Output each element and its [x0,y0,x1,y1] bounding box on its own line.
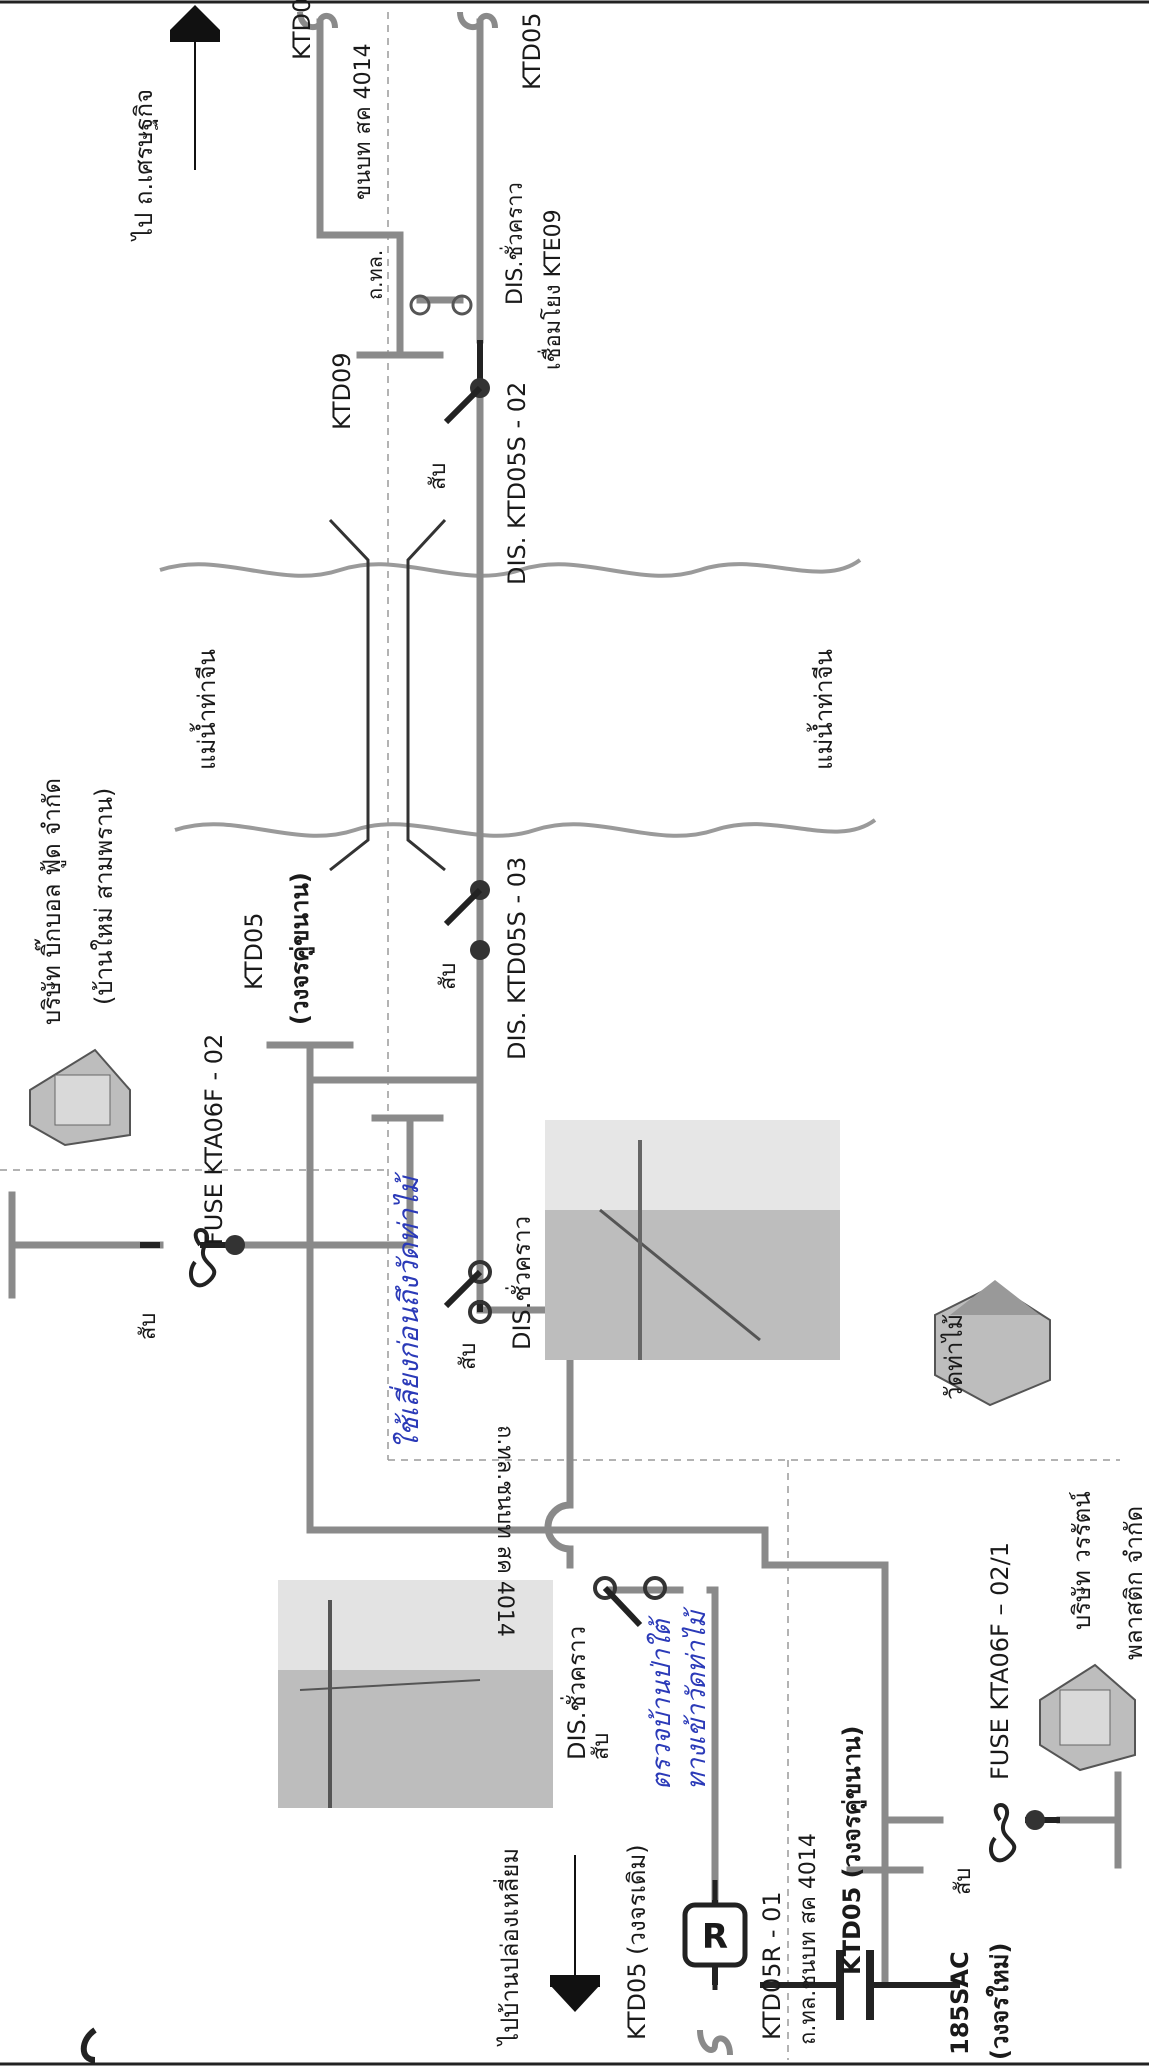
temple-icon [934,1280,1051,1407]
label-dis-top-note: เชื่อมโยง KTE09 [537,209,566,370]
label-close-mid: สับ [456,1343,481,1370]
label-river-right: แม่น้ำท่าจีน [806,649,838,770]
photo-bottom [278,1580,553,1808]
switch-dis-ktd05s-02 [443,378,490,425]
river-banks [159,558,877,838]
fuse-kta06f-02-1 [989,1803,1045,1863]
label-ktd05-top: KTD05 [518,12,546,90]
bridge-symbol [328,518,447,872]
label-cable-185: 185SAC [946,1951,974,2055]
arrow-south [550,1855,600,2012]
label-company-bottom: บริษัท วรรัตน์ [1068,1491,1096,1630]
building-icon-company-top [29,1048,131,1147]
label-dis-ktd05s-02: DIS. KTD05S - 02 [503,382,531,585]
label-close-bottom: สับ [589,1733,614,1760]
label-temple: วัดท่าไม้ [940,1314,968,1400]
label-dis-top: DIS.ชั่วคราว [499,182,528,305]
label-ktd09-top: KTD09 [288,0,316,60]
note-handwritten-bottom-1: ตรวจบ้านป่าใต้ [646,1615,677,1790]
switch-dis-top-ktd09 [409,294,473,316]
arrow-north [170,5,220,170]
label-ktd05-bottom-left: KTD05 (วงจรเดิม) [623,1844,651,2040]
label-ktd09-mid: KTD09 [328,352,356,430]
switch-dis-ktd05s-03 [443,880,490,960]
label-recloser: KTD05R - 01 [758,1891,786,2040]
label-close-fuse: สับ [136,1313,161,1340]
label-river-left: แม่น้ำท่าจีน [189,649,221,770]
building-icon-company-bottom [1039,1663,1136,1772]
label-close-03: สับ [436,963,461,990]
recloser-ktd05r-01: R [682,1880,748,1990]
label-road-top-prefix: ถ.ทล. [363,250,387,300]
label-to-south: ไปบ้านปล่องเหลี่ยม [493,1848,524,2047]
label-road-mid: ถ.ทล.ชนบท สค 4014 [492,1425,517,1637]
label-road-top: ขนบท สค 4014 [351,43,376,200]
road-boundaries [0,12,1120,2060]
label-dis-temp-bottom: DIS.ชั่วคราว [560,1626,591,1760]
label-to-north: ไป ถ.เศรษฐกิจ [130,89,158,242]
label-dis-ktd05s-03: DIS. KTD05S - 03 [503,857,531,1060]
photo-mid [545,1120,840,1360]
label-ktd05-bottom-right: KTD05 (วงจรคู่ขนาน) [838,1726,867,1975]
fuse-kta06f-02 [189,1228,245,1288]
recloser-symbol: R [702,1917,728,1957]
label-close-02: สับ [426,463,451,490]
label-dis-temp-mid: DIS.ชั่วคราว [505,1216,536,1350]
label-company-top: บริษัท บิ๊กบอล ฟู้ด จำกัด [34,778,67,1025]
label-cable-185-sub: (วงจรใหม่) [985,1943,1014,2060]
note-handwritten-mid: ใช้เลี่ยงก่อนถึงวัดท่าไม้ [389,1171,425,1450]
label-fuse-02: FUSE KTA06F - 02 [200,1034,228,1245]
label-company-bottom-sub: พลาสติก จำกัด [1120,1506,1148,1660]
switch-dis-temp-bottom [593,1576,667,1628]
feeder-end-hooks [80,11,733,2063]
label-road-bottom: ถ.ทล.ชนบท สค 4014 [796,1833,821,2045]
label-close-fuse-bottom: สับ [951,1868,976,1895]
label-fuse-02-1: FUSE KTA06F – 02/1 [986,1542,1014,1780]
switch-dis-temp-mid [443,1260,492,1324]
note-handwritten-bottom-2: ทางเข้าวัดท่าไม้ [681,1606,712,1790]
label-company-top-sub: (บ้านใหม่ สามพราน) [90,788,118,1005]
label-ktd05-mid-sub: (วงจรคู่ขนาน) [286,872,315,1025]
label-ktd05-mid: KTD05 [240,912,268,990]
labels: KTD09 KTD05 ขนบท สค 4014 ถ.ทล. DIS.ชั่วค… [34,0,1148,2060]
